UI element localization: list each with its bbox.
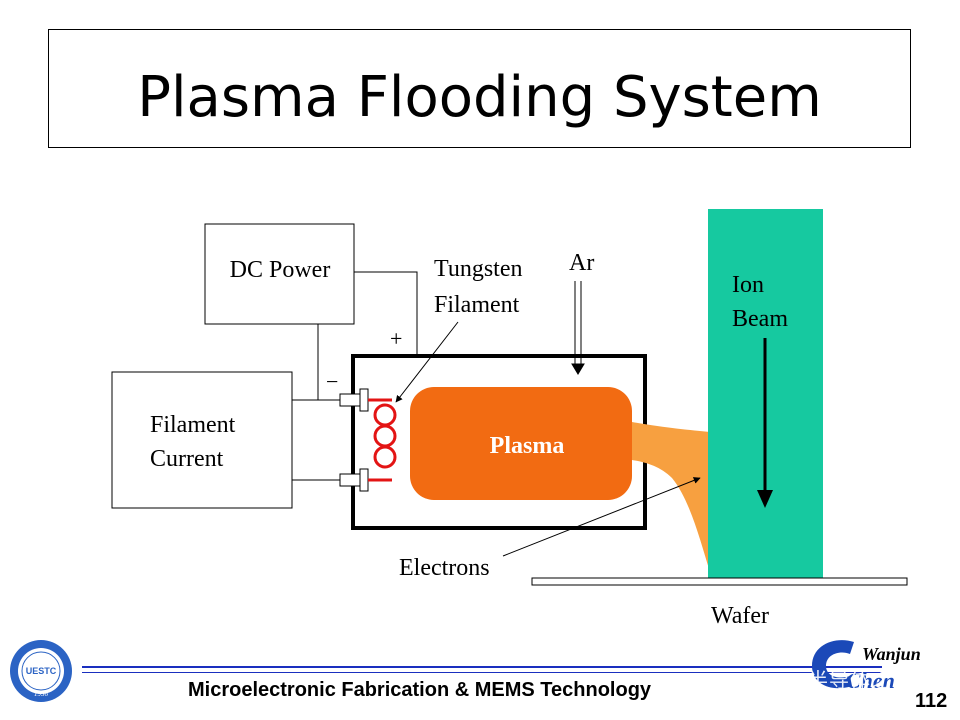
plasma-region [410, 387, 632, 500]
electrons-label: Electrons [399, 555, 490, 581]
electrons-pointer-arrow [502, 477, 701, 557]
filament-current-label-line1: Filament [150, 412, 236, 438]
minus-sign: − [326, 369, 338, 394]
tungsten-pointer-arrow [395, 321, 459, 403]
wafer-label: Wafer [711, 603, 769, 629]
footer-rule-top [82, 666, 882, 668]
author-logo-line2: Chen [846, 668, 895, 693]
wafer [531, 577, 908, 586]
ar-inlet-arrow [571, 281, 585, 375]
university-logo-year: 1956 [34, 690, 49, 698]
ar-label: Ar [569, 250, 594, 276]
ion-beam-arrow [757, 338, 773, 508]
tungsten-filament-coil [368, 398, 397, 482]
slide-title: Plasma Flooding System [137, 65, 822, 130]
tungsten-filament-label-line1: Tungsten [434, 256, 522, 282]
university-logo: UESTC 1956 [10, 640, 72, 702]
author-logo-line1: Wanjun [862, 644, 921, 664]
filament-terminal-top [339, 388, 369, 412]
footer-rule-bottom [82, 672, 882, 673]
wiring [292, 271, 418, 481]
dc-power-label: DC Power [230, 257, 331, 283]
university-logo-text: UESTC [26, 666, 57, 676]
title-box: Plasma Flooding System [48, 29, 911, 148]
plus-sign: + [390, 326, 402, 351]
filament-terminal-bottom [339, 468, 369, 492]
dc-power-box [204, 223, 355, 325]
electron-stream [632, 422, 710, 572]
author-logo: Wanjun Chen [812, 640, 921, 693]
plasma-label: Plasma [490, 433, 565, 459]
filament-current-label-line2: Current [150, 446, 224, 472]
footer-text: Microelectronic Fabrication & MEMS Techn… [188, 679, 652, 701]
ion-beam-label-line2: Beam [732, 306, 788, 332]
ion-beam-label-line1: Ion [732, 272, 764, 298]
filament-current-box [111, 371, 293, 509]
wechat-watermark: 半导体之芯 [808, 668, 913, 692]
tungsten-filament-label-line2: Filament [434, 292, 520, 318]
page-number: 112 [915, 690, 948, 712]
